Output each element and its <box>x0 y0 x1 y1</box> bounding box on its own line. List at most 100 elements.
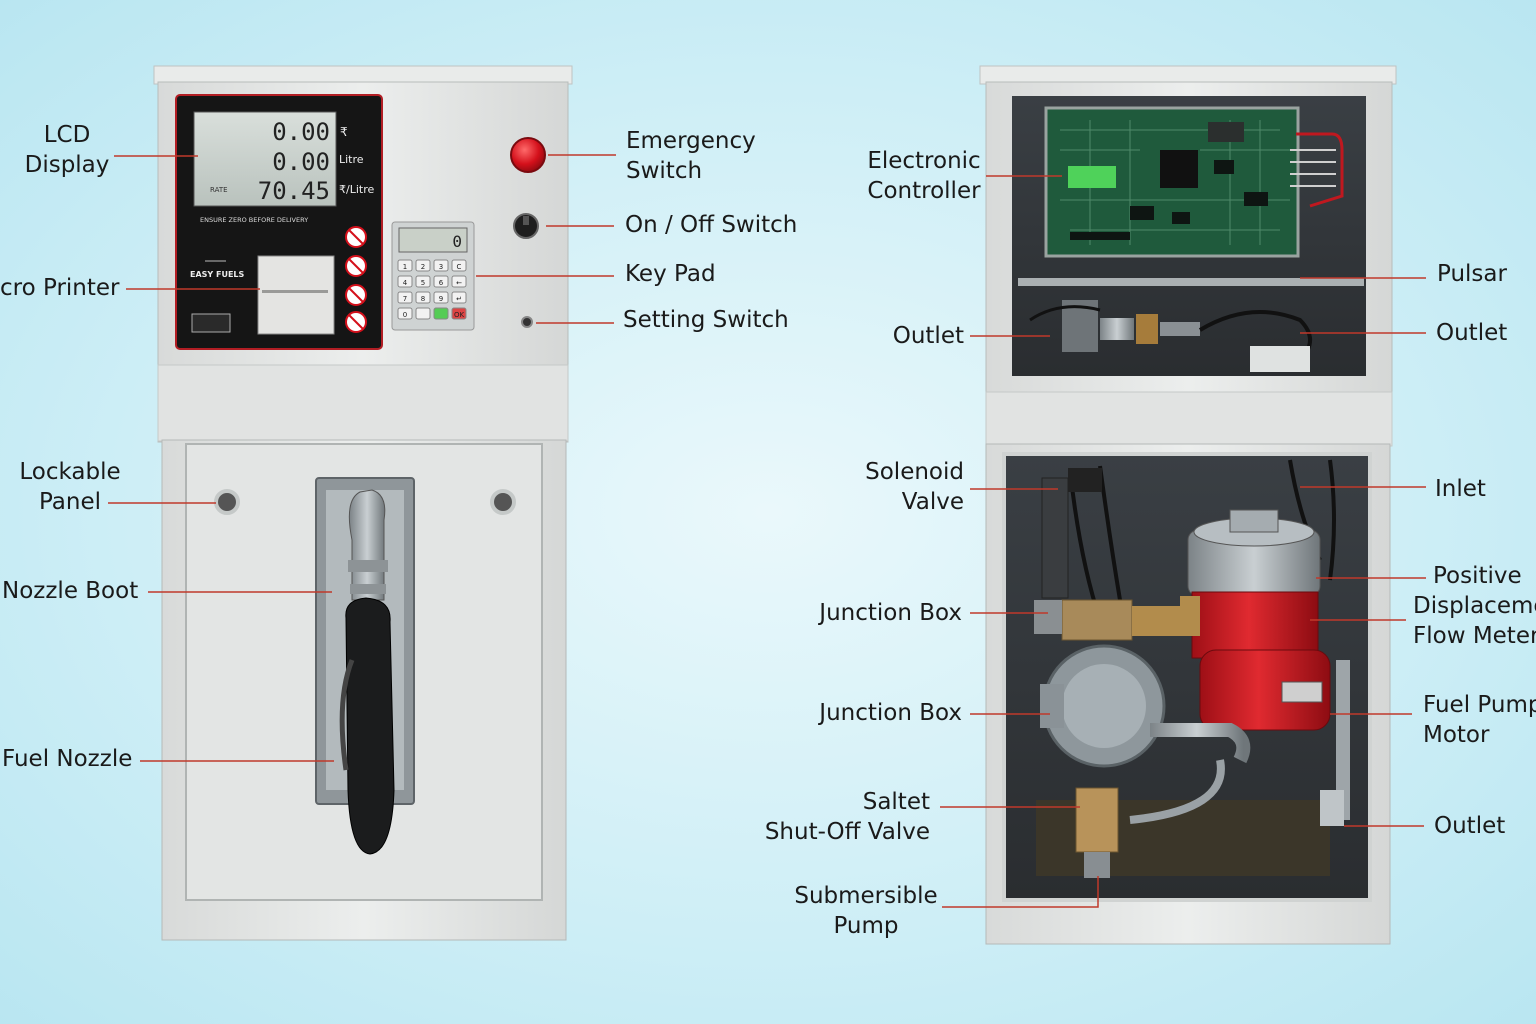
lcd-amount: 0.00 <box>272 118 330 146</box>
label-outlet-upper-right: Outlet <box>1436 320 1508 346</box>
setting-switch[interactable] <box>521 316 533 328</box>
label-inlet: Inlet <box>1435 476 1486 502</box>
keypad-key[interactable] <box>397 275 413 288</box>
display-brand: EASY FUELS <box>190 270 245 279</box>
label-flow-meter-line1: Positive <box>1433 563 1522 589</box>
keypad-key[interactable] <box>451 307 467 320</box>
lcd-volume-unit: Litre <box>339 153 364 166</box>
junction-box-1 <box>1061 599 1133 641</box>
label-fuel-nozzle: Fuel Nozzle <box>2 746 133 772</box>
keypad-key-label: 2 <box>421 263 425 271</box>
dispenser-middle-band <box>157 364 569 442</box>
label-submersible-pump: Submersible Pump <box>788 881 944 941</box>
lcd-screen <box>193 111 337 207</box>
panel-lock-left[interactable] <box>214 489 240 515</box>
label-submersible-pump-line1: Submersible <box>794 883 938 909</box>
lcd-rate: 70.45 <box>258 177 330 205</box>
keypad-key[interactable] <box>433 291 449 304</box>
pulsar-rail <box>1018 278 1364 286</box>
keypad-key-label: ↵ <box>456 295 462 303</box>
card-slot <box>191 313 231 333</box>
label-on-off-switch: On / Off Switch <box>625 212 798 238</box>
label-solenoid-valve-line1: Solenoid <box>865 459 964 485</box>
label-setting-switch: Setting Switch <box>623 307 789 333</box>
keypad-key[interactable] <box>415 307 431 320</box>
printer-slot <box>262 290 328 293</box>
keypad-key[interactable] <box>397 291 413 304</box>
label-flow-meter-line2: Displaceme <box>1413 593 1536 619</box>
outlet-pipe-lower <box>1320 790 1344 826</box>
right-dispenser <box>979 65 1397 945</box>
label-fuel-pump-motor-line2: Motor <box>1423 722 1490 748</box>
label-electronic-controller-line1: Electronic <box>867 148 981 174</box>
panel-lock-right[interactable] <box>490 489 516 515</box>
label-fuel-pump-motor: Fuel Pump Motor <box>1423 690 1536 750</box>
label-flow-meter: Positive Displaceme Flow Meter <box>1413 561 1536 651</box>
keypad-key[interactable] <box>433 275 449 288</box>
label-micro-printer: cro Printer <box>0 275 120 301</box>
keypad-key[interactable] <box>397 259 413 272</box>
keypad-key[interactable] <box>451 291 467 304</box>
lcd-rate-unit: ₹/Litre <box>339 183 374 196</box>
label-solenoid-valve-line2: Valve <box>901 489 964 515</box>
label-submersible-pump-line2: Pump <box>833 913 899 939</box>
keypad-key[interactable] <box>451 259 467 272</box>
label-nozzle-boot: Nozzle Boot <box>2 578 139 604</box>
keypad-key-label: 1 <box>403 263 407 271</box>
solenoid-valve <box>1041 477 1069 599</box>
keypad-key-label: C <box>457 263 462 271</box>
label-outlet-lower-right: Outlet <box>1434 813 1506 839</box>
upper-piping <box>1029 300 1312 372</box>
label-lockable-panel: Lockable Panel <box>8 457 132 517</box>
keypad-key[interactable] <box>415 291 431 304</box>
label-outlet-upper-left: Outlet <box>892 323 964 349</box>
label-key-pad: Key Pad <box>625 261 716 287</box>
keypad-key-label: 6 <box>439 279 444 287</box>
on-off-switch[interactable] <box>513 213 539 239</box>
right-middle-band <box>985 391 1393 447</box>
flow-meter-body <box>1191 591 1319 659</box>
keypad-key[interactable] <box>397 307 413 320</box>
keypad-key[interactable] <box>433 307 449 320</box>
keypad-key[interactable] <box>433 259 449 272</box>
label-lockable-panel-line1: Lockable <box>19 459 121 485</box>
fuel-nozzle[interactable] <box>339 489 395 855</box>
label-emergency-switch: Emergency Switch <box>626 126 756 186</box>
label-emergency-switch-line2: Switch <box>626 158 703 184</box>
keypad-key-label: 5 <box>421 279 425 287</box>
label-pulsar: Pulsar <box>1437 261 1507 287</box>
fuel-pump-motor <box>1199 649 1331 731</box>
label-electronic-controller-line2: Controller <box>867 178 981 204</box>
keypad-key[interactable] <box>415 275 431 288</box>
leader-lines <box>108 154 1426 908</box>
label-lcd-display-line2: Display <box>24 152 110 178</box>
lcd-rate-tag: RATE <box>210 186 228 194</box>
right-top-cap <box>979 65 1397 85</box>
left-dispenser: 0.00 0.00 RATE 70.45 ₹ Litre ₹/Litre ENS… <box>153 65 573 941</box>
keypad-key-label: 0 <box>403 311 407 319</box>
label-lcd-display: LCD Display <box>22 120 112 180</box>
label-shutoff-valve: Saltet Shut-Off Valve <box>740 787 930 847</box>
display-notice: ENSURE ZERO BEFORE DELIVERY <box>200 216 308 224</box>
keypad-key-label: 3 <box>439 263 443 271</box>
label-shutoff-valve-line2: Shut-Off Valve <box>764 819 930 845</box>
label-lcd-display-line1: LCD <box>43 122 91 148</box>
keypad-key-label: 7 <box>403 295 407 303</box>
label-fuel-pump-motor-line1: Fuel Pump <box>1423 692 1536 718</box>
keypad-key-label: 8 <box>421 295 425 303</box>
keypad-screen-value: 0 <box>452 232 462 251</box>
keypad-screen <box>398 227 468 253</box>
label-emergency-switch-line1: Emergency <box>626 128 756 154</box>
label-electronic-controller: Electronic Controller <box>860 146 988 206</box>
shutoff-valve <box>1075 787 1119 853</box>
label-junction-box-1: Junction Box <box>819 600 962 626</box>
keypad-key[interactable] <box>451 275 467 288</box>
emergency-switch[interactable] <box>510 137 546 173</box>
keypad-key-label: 4 <box>403 279 408 287</box>
label-junction-box-2: Junction Box <box>819 700 962 726</box>
label-lockable-panel-line2: Panel <box>38 489 102 515</box>
keypad-key-label: 9 <box>439 295 443 303</box>
keypad-key[interactable] <box>415 259 431 272</box>
